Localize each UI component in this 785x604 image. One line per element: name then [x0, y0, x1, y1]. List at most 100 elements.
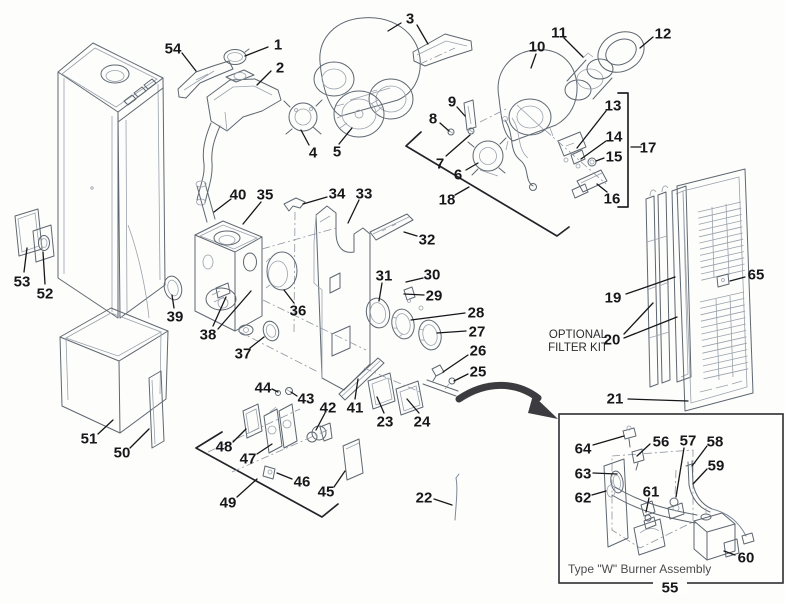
part-label-17: 17: [640, 140, 657, 157]
part-leader-64: [592, 435, 625, 446]
part-label-25: 25: [470, 364, 487, 381]
burner-assembly-caption: Type "W" Burner Assembly: [568, 562, 711, 576]
part-label-44: 44: [255, 380, 272, 397]
inset-label-backing: [653, 577, 687, 594]
part-41-rail: [338, 357, 385, 401]
part-leader-56: [636, 443, 651, 457]
part-leader-9: [456, 106, 466, 117]
part-leader-11: [563, 37, 584, 58]
part-leader-54: [181, 52, 197, 72]
part-label-62: 62: [575, 490, 592, 507]
part-label-7: 7: [436, 156, 444, 173]
part-leader-29: [403, 293, 425, 296]
part-22-rod: [454, 473, 460, 521]
part-label-1: 1: [274, 37, 282, 54]
part-leader-35: [242, 201, 262, 225]
part-leader-2: [256, 70, 272, 86]
part-leader-31: [378, 282, 383, 302]
inset-callout-arrow: [455, 381, 558, 419]
part-leader-43: [290, 391, 298, 397]
part-40-flue-pipe: [195, 180, 216, 223]
louver-slat: [698, 214, 742, 225]
part-leader-48: [232, 428, 247, 443]
part-6-9-inducer-group: [447, 99, 507, 177]
part-leader-21: [627, 398, 689, 402]
part-label-59: 59: [708, 458, 725, 475]
part-leader-47: [256, 443, 273, 455]
part-label-41: 41: [347, 400, 364, 417]
part-23-plate: [367, 372, 396, 410]
part-label-27: 27: [469, 324, 486, 341]
part-label-9: 9: [448, 94, 456, 111]
part-leader-8: [439, 122, 450, 132]
part-25-26-brackets: [422, 364, 459, 397]
louver-slat: [701, 323, 746, 335]
part-label-6: 6: [454, 167, 462, 184]
part-leader-39: [171, 294, 175, 309]
part-leader-19: [625, 276, 676, 295]
part-label-51: 51: [81, 431, 98, 448]
louver-slat: [697, 201, 742, 213]
louver-slat: [700, 257, 745, 269]
part-39-gasket: [163, 275, 183, 301]
part-label-11: 11: [551, 25, 567, 42]
louver-divider: [711, 206, 715, 279]
part-label-52: 52: [37, 286, 54, 303]
part-49-panel-outline: [195, 431, 339, 518]
part-label-39: 39: [167, 309, 184, 326]
louver-divider: [725, 203, 730, 276]
part-24-plate: [395, 380, 424, 416]
part-36-collar: [265, 251, 298, 291]
part-leader-38: [212, 296, 227, 327]
part-leader-51: [97, 419, 114, 435]
part-label-50: 50: [114, 445, 131, 462]
part-label-5: 5: [333, 144, 341, 161]
inset-box: [558, 413, 784, 584]
part-47-control: [263, 403, 298, 454]
part-label-56: 56: [653, 434, 670, 451]
part-label-18: 18: [439, 192, 456, 209]
louver-slat: [701, 317, 746, 328]
door-louvers: [697, 201, 749, 381]
part-12-ring-gasket: [597, 31, 645, 73]
part-label-37: 37: [235, 346, 252, 363]
part-label-48: 48: [216, 439, 233, 456]
part-leader-4: [300, 129, 310, 146]
part-label-31: 31: [376, 268, 393, 285]
part-leader-61: [645, 497, 650, 513]
part-label-21: 21: [607, 391, 624, 408]
part-leader-16: [596, 183, 608, 193]
part-label-43: 43: [298, 391, 315, 408]
part-2-shroud: [196, 69, 282, 206]
part-34-bracket-rod: [283, 197, 306, 333]
part-label-33: 33: [356, 186, 373, 203]
part-leader-50: [129, 428, 150, 449]
part-leader-20: [623, 316, 678, 339]
part-leader-32: [403, 231, 418, 237]
part-label-53: 53: [14, 274, 31, 291]
part-label-22: 22: [416, 490, 433, 507]
part-leader-33: [347, 199, 360, 224]
part-leader-1: [244, 46, 269, 57]
louver-slat: [700, 304, 745, 316]
part-leader-27: [436, 330, 467, 334]
louver-slat: [700, 263, 745, 275]
part-label-49: 49: [220, 495, 237, 512]
part-leader-20: [623, 302, 654, 335]
part-leader-10: [530, 53, 537, 69]
part-leader-37: [249, 336, 265, 349]
part-32-rail: [369, 213, 414, 241]
part-leader-62: [591, 490, 607, 496]
part-label-55: 55: [662, 580, 679, 597]
louver-slat: [700, 310, 746, 322]
part-label-58: 58: [707, 434, 724, 451]
part-leader-23: [376, 396, 385, 414]
louver-slat: [698, 220, 743, 231]
part-label-23: 23: [377, 414, 394, 431]
part-37-oval: [262, 320, 280, 342]
part-label-20: 20: [604, 332, 621, 349]
louver-slat: [700, 298, 745, 309]
part-leader-49: [236, 478, 258, 498]
